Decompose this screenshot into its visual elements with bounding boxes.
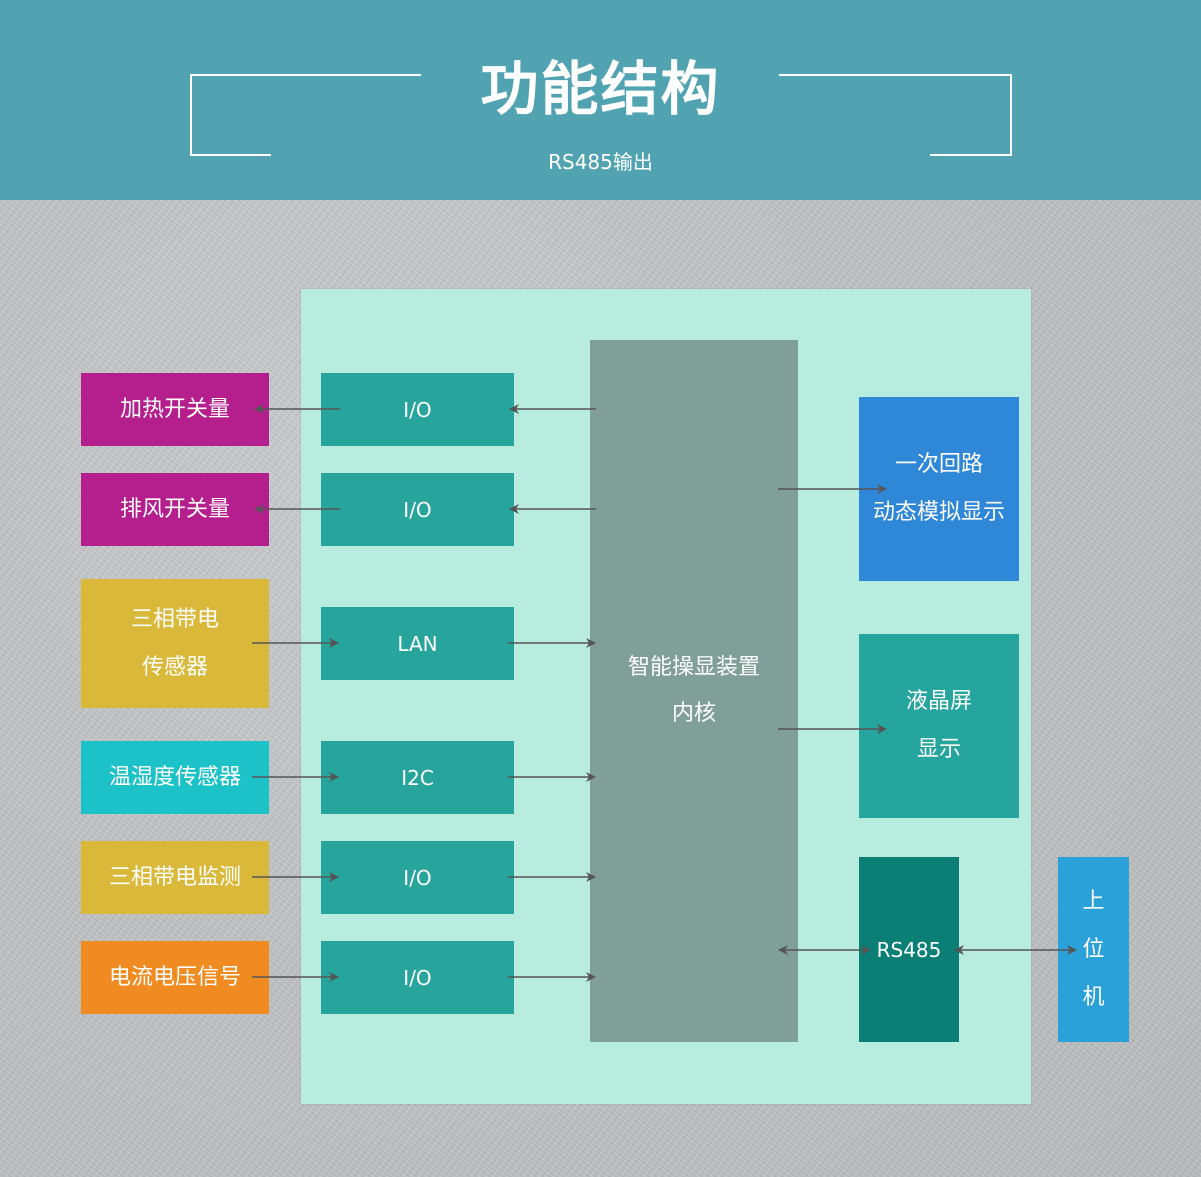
io-interface-2: I/O	[321, 473, 514, 546]
io-interface-3: I/O	[321, 841, 514, 914]
frame-left-bottom-line	[190, 154, 271, 156]
lcd-display-label-line-1: 液晶屏	[905, 689, 972, 714]
page-subtitle: RS485输出	[548, 150, 653, 174]
heating-switch-box: 加热开关量	[81, 373, 269, 446]
host-computer-label-line-3: 机	[1082, 984, 1105, 1010]
io-interface-3-label: I/O	[403, 865, 432, 890]
io-interface-1-label: I/O	[403, 397, 432, 422]
frame-right-vertical-line	[1010, 74, 1012, 156]
frame-right-bottom-line	[930, 154, 1012, 156]
temp-humidity-sensor-label: 温湿度传感器	[108, 764, 241, 790]
rs485-module-label: RS485	[876, 937, 942, 962]
host-computer-label-line-1: 上	[1082, 888, 1105, 914]
three-phase-sensor-label-line-2: 传感器	[141, 654, 208, 680]
frame-left-vertical-line	[190, 74, 192, 156]
heating-switch-label: 加热开关量	[119, 396, 230, 422]
temp-humidity-sensor-box: 温湿度传感器	[81, 741, 269, 814]
lan-interface-label: LAN	[397, 631, 438, 656]
page-title: 功能结构	[480, 55, 721, 123]
i2c-interface-label: I2C	[401, 765, 434, 790]
core-unit: 智能操显装置 内核	[590, 340, 798, 1042]
i2c-interface: I2C	[321, 741, 514, 814]
io-interface-1: I/O	[321, 373, 514, 446]
three-phase-monitor-label: 三相带电监测	[108, 864, 241, 890]
three-phase-monitor-box: 三相带电监测	[81, 841, 269, 914]
io-interface-4: I/O	[321, 941, 514, 1014]
host-computer-label-line-2: 位	[1082, 936, 1105, 962]
core-unit-label-line-2: 内核	[671, 701, 716, 726]
core-unit-label-line-1: 智能操显装置	[627, 655, 760, 680]
frame-left-top-line	[190, 74, 421, 76]
circuit-display-label-line-1: 一次回路	[894, 452, 983, 477]
header-band: 功能结构 RS485输出	[0, 0, 1201, 200]
rs485-module-box: RS485	[859, 857, 959, 1042]
io-interface-2-label: I/O	[403, 497, 432, 522]
lan-interface: LAN	[321, 607, 514, 680]
circuit-display-label-line-2: 动态模拟显示	[872, 500, 1005, 525]
exhaust-switch-label: 排风开关量	[119, 496, 230, 522]
io-interface-4-label: I/O	[403, 965, 432, 990]
three-phase-sensor-box: 三相带电 传感器	[81, 579, 269, 708]
three-phase-sensor-label-line-1: 三相带电	[130, 606, 219, 632]
current-voltage-signal-box: 电流电压信号	[81, 941, 269, 1014]
current-voltage-signal-label: 电流电压信号	[108, 964, 241, 990]
frame-right-top-line	[779, 74, 1012, 76]
exhaust-switch-box: 排风开关量	[81, 473, 269, 546]
lcd-display-label-line-2: 显示	[916, 737, 961, 762]
